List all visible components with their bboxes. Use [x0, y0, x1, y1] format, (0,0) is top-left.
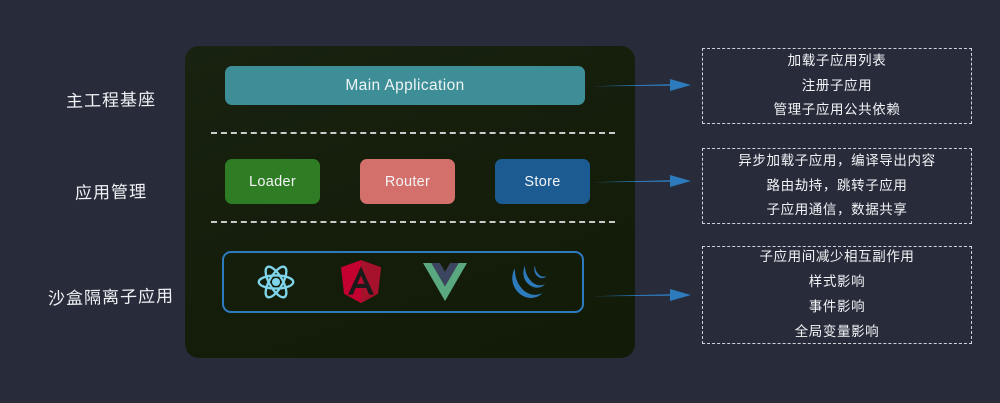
module-loader[interactable]: Loader: [225, 159, 320, 204]
angular-logo-icon: [338, 259, 384, 305]
note-line: 异步加载子应用，编译导出内容: [738, 152, 936, 169]
note-line: 样式影响: [808, 274, 866, 291]
stage-label-management: 应用管理: [74, 182, 148, 204]
note-line: 注册子应用: [801, 77, 873, 94]
main-application-label: Main Application: [345, 76, 465, 94]
module-router[interactable]: Router: [360, 159, 455, 204]
module-row: Loader Router Store: [225, 159, 590, 204]
section-divider-top: [211, 132, 615, 134]
arrow-right-icon-management: [592, 174, 692, 188]
arrow-right-icon-base: [592, 78, 692, 92]
note-box-sandbox: 子应用间减少相互副作用 样式影响 事件影响 全局变量影响: [702, 246, 972, 344]
sandbox-container: [222, 251, 584, 313]
module-loader-label: Loader: [249, 173, 296, 190]
note-box-management: 异步加载子应用，编译导出内容 路由劫持，跳转子应用 子应用通信，数据共享: [702, 148, 972, 224]
stage-label-sandbox: 沙盒隔离子应用: [47, 286, 175, 310]
note-line: 路由劫持，跳转子应用: [766, 177, 908, 194]
arrow-right-icon-sandbox: [592, 288, 692, 302]
note-line: 事件影响: [808, 299, 866, 315]
vue-logo-icon: [422, 259, 468, 305]
note-line: 管理子应用公共依赖: [773, 102, 901, 119]
note-line: 子应用间减少相互副作用: [759, 249, 915, 266]
note-box-base: 加载子应用列表 注册子应用 管理子应用公共依赖: [702, 48, 972, 124]
jquery-logo-icon: [507, 259, 553, 305]
note-line: 加载子应用列表: [787, 52, 887, 69]
note-line: 全局变量影响: [794, 323, 880, 340]
note-line: 子应用通信，数据共享: [766, 202, 908, 219]
module-store[interactable]: Store: [495, 159, 590, 204]
react-logo-icon: [253, 259, 299, 305]
stage-label-base: 主工程基座: [65, 90, 157, 112]
architecture-panel: Main Application Loader Router Store: [185, 46, 635, 358]
module-router-label: Router: [384, 173, 431, 190]
section-divider-bottom: [211, 221, 615, 223]
module-store-label: Store: [524, 173, 561, 190]
main-application-bar[interactable]: Main Application: [225, 66, 585, 105]
